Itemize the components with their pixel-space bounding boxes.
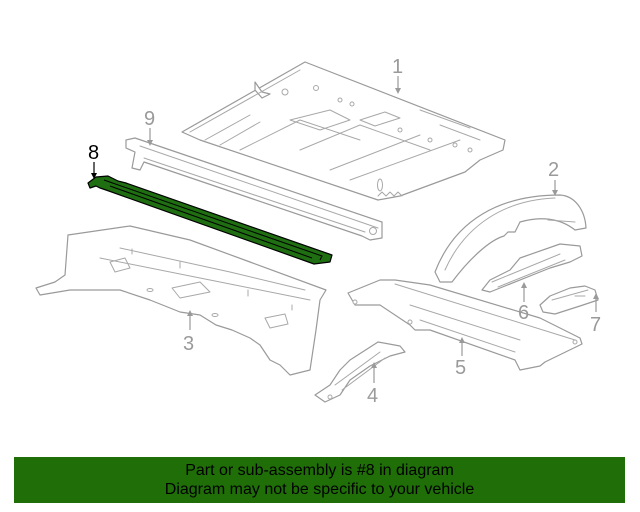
callout-9[interactable]: 9 [144, 108, 156, 130]
callout-4[interactable]: 4 [367, 385, 379, 407]
callout-7[interactable]: 7 [590, 314, 602, 336]
callout-2[interactable]: 2 [548, 159, 560, 181]
part-5-crossmember[interactable] [347, 279, 583, 371]
callout-8-highlighted[interactable]: 8 [88, 142, 100, 164]
part-8-highlighted-sill[interactable] [87, 175, 333, 265]
callout-1[interactable]: 1 [392, 56, 404, 78]
banner-line-disclaimer: Diagram may not be specific to your vehi… [164, 481, 475, 498]
part-9-rail[interactable] [125, 137, 383, 241]
part-3-rear-panel[interactable] [35, 225, 327, 376]
part-1-floor-panel[interactable] [181, 61, 506, 201]
part-2-wheelhouse[interactable] [434, 194, 587, 283]
callout-3[interactable]: 3 [183, 333, 195, 355]
part-6-support[interactable] [481, 243, 583, 293]
leader-lines [91, 76, 599, 383]
callout-6[interactable]: 6 [518, 302, 530, 324]
banner-line-part: Part or sub-assembly is #8 in diagram [185, 462, 454, 479]
part-4-bracket[interactable] [314, 341, 406, 403]
part-7-bracket[interactable] [539, 285, 599, 315]
part-info-banner: Part or sub-assembly is #8 in diagram Di… [14, 457, 625, 503]
callout-5[interactable]: 5 [455, 357, 467, 379]
